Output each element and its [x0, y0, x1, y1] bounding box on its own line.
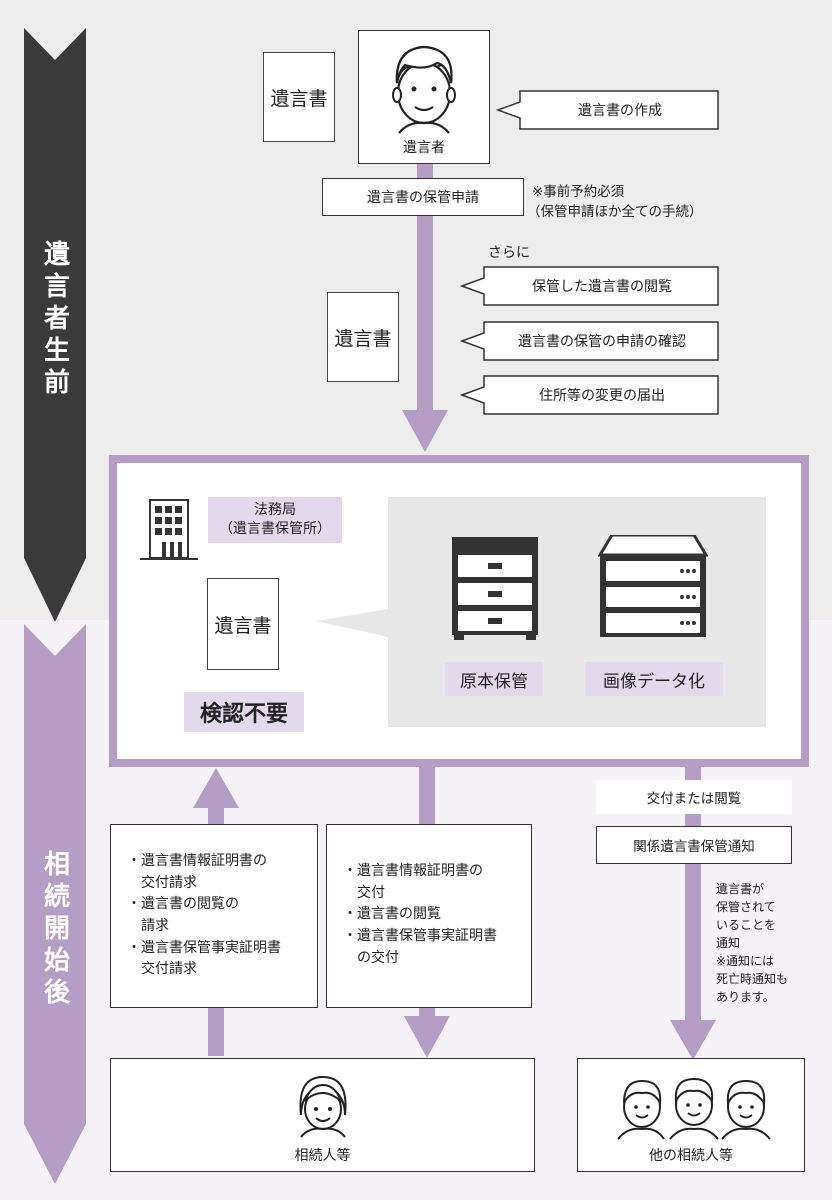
phase-before-arrow [24, 28, 86, 622]
notice-line: いることを [716, 918, 777, 932]
issue-item: ・遺言書の閲覧 [343, 906, 441, 923]
office-name-sub: （遺言書保管所） [219, 521, 331, 537]
image-data-label: 画像データ化 [585, 662, 723, 696]
heirs-box: 相続人等 [110, 1058, 535, 1172]
notice-line: ※通知には [716, 954, 775, 968]
callout-confirm: 遺言書の保管の申請の確認 [518, 334, 686, 350]
will-document-bureau: 遺言書 [207, 578, 279, 670]
notice-line: あります。 [716, 990, 775, 1004]
request-item: 交付請求 [127, 874, 197, 891]
moreover-label: さらに [488, 245, 530, 261]
callout-view: 保管した遺言書の閲覧 [532, 279, 672, 295]
request-item: 請求 [127, 918, 169, 935]
issue-or-view-label: 交付または閲覧 [596, 780, 792, 814]
notify-arrow-head [670, 1020, 716, 1060]
request-item: ・遺言書の閲覧の [127, 896, 239, 913]
request-item: ・遺言書情報証明書の [127, 853, 267, 869]
callout-address: 住所等の変更の届出 [539, 388, 665, 404]
callout-create-shape [496, 90, 719, 130]
issue-box: ・遺言書情報証明書の 交付 ・遺言書の閲覧 ・遺言書保管事実証明書 の交付 [326, 824, 532, 1008]
issue-list: ・遺言書情報証明書の 交付 ・遺言書の閲覧 ・遺言書保管事実証明書 の交付 [343, 861, 531, 969]
office-name: 法務局 [254, 502, 296, 519]
request-item: ・遺言書保管事実証明書 [127, 939, 281, 956]
phase-before-label: 遺言者生前 [39, 240, 70, 400]
reservation-note-detail: （保管申請ほか全ての手続） [527, 204, 703, 220]
other-heirs-box: 他の相続人等 [577, 1058, 805, 1172]
issue-item: ・遺言書保管事実証明書 [343, 928, 497, 945]
notice-line: 死亡時通知も [716, 972, 789, 986]
issue-item: の交付 [343, 949, 399, 966]
issue-item: ・遺言書情報証明書の [343, 863, 483, 879]
callout-address-shape [460, 375, 719, 415]
original-storage-label: 原本保管 [445, 662, 543, 696]
heirs-label: 相続人等 [294, 1148, 351, 1164]
storage-application: 遺言書の保管申請 [322, 178, 524, 216]
building-icon [140, 499, 198, 560]
request-item: 交付請求 [127, 961, 197, 978]
callout-create: 遺言書の作成 [578, 103, 662, 119]
no-probate-badge: 検認不要 [184, 692, 304, 732]
will-document-bureau-label: 遺言書 [214, 614, 272, 637]
notice-line: 保管されて [716, 900, 776, 914]
other-heirs-label: 他の相続人等 [649, 1148, 733, 1164]
will-document: 遺言書 [263, 52, 335, 142]
callout-confirm-shape [460, 321, 719, 361]
testator-box: 遺言者 [358, 30, 490, 164]
request-list: ・遺言書情報証明書の 交付請求 ・遺言書の閲覧の 請求 ・遺言書保管事実証明書 … [127, 851, 317, 981]
group-icon [617, 1077, 771, 1140]
request-arrow-head [193, 768, 239, 808]
issue-arrow-head [404, 1016, 450, 1058]
will-document-stored: 遺言書 [327, 292, 399, 382]
server-icon [598, 535, 708, 637]
flow-arrow-shaft [417, 164, 433, 412]
cabinet-icon [452, 537, 538, 640]
flow-arrow-head [402, 410, 448, 452]
callout-view-shape [460, 266, 719, 306]
office-name-label: 法務局 （遺言書保管所） [208, 497, 342, 543]
issue-item: 交付 [343, 884, 385, 901]
request-box: ・遺言書情報証明書の 交付請求 ・遺言書の閲覧の 請求 ・遺言書保管事実証明書 … [110, 824, 318, 1008]
testator-label: 遺言者 [403, 140, 445, 156]
notice-line: 通知 [716, 936, 741, 950]
notice-description: 遺言書が 保管されて いることを 通知 ※通知には 死亡時通知も あります。 [716, 880, 826, 1006]
phase-after-label: 相続開始後 [39, 850, 70, 1010]
man-icon [392, 45, 456, 134]
related-will-notice: 関係遺言書保管通知 [596, 826, 792, 864]
reservation-note: ※事前予約必須 [532, 184, 625, 200]
woman-icon [299, 1075, 347, 1138]
will-document-stored-label: 遺言書 [334, 327, 392, 350]
notice-line: 遺言書が [716, 882, 765, 896]
phase-after-arrow [24, 624, 86, 1184]
will-document-label: 遺言書 [270, 87, 328, 110]
